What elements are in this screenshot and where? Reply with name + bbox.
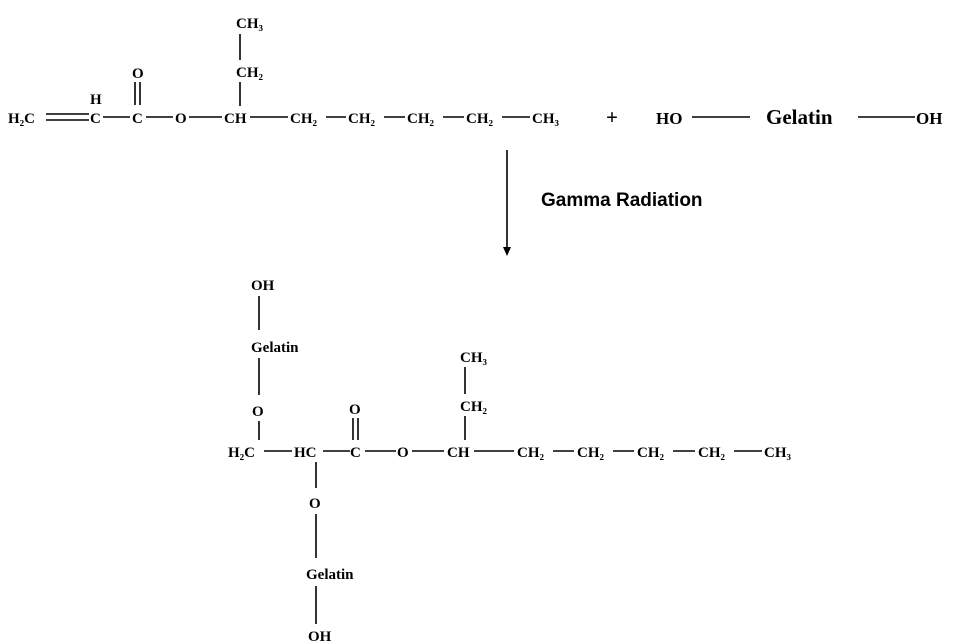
product-chain-4: CH₂	[698, 445, 726, 461]
monomer-side-ch2: CH₂	[236, 65, 264, 81]
reactant-gelatin: HO Gelatin OH	[656, 105, 942, 129]
reaction-arrow	[503, 150, 511, 256]
gelatin-label: Gelatin	[766, 105, 833, 129]
product-top-o: O	[252, 404, 264, 420]
product-chain-3: CH₂	[637, 445, 665, 461]
product-top-oh: OH	[251, 278, 275, 294]
monomer-chain-5: CH₃	[532, 111, 560, 127]
monomer-vinyl-h: H	[90, 92, 102, 108]
product-carbonyl-c: C	[350, 445, 361, 461]
plus-sign: +	[606, 105, 618, 129]
monomer-chain-4: CH₂	[466, 111, 494, 127]
product-top-gelatin: Gelatin	[251, 340, 299, 356]
product-hc: HC	[294, 445, 317, 461]
monomer-ester-o: O	[175, 111, 187, 127]
gelatin-ho: HO	[656, 109, 682, 128]
monomer-carbonyl-o: O	[132, 66, 144, 82]
product-chain-5: CH₃	[764, 445, 792, 461]
monomer-chain-1: CH₂	[290, 111, 318, 127]
monomer-side-ch3: CH₃	[236, 16, 264, 32]
product-side-ch2: CH₂	[460, 399, 488, 415]
monomer-h2c: H₂C	[8, 111, 35, 127]
reactant-monomer: H₂C H C O C O CH CH₂ CH₃ CH₂ CH₂ CH₂ CH₂…	[8, 16, 560, 127]
product-bottom-o: O	[309, 496, 321, 512]
product-ester-o: O	[397, 445, 409, 461]
product-h2c: H₂C	[228, 445, 255, 461]
product-chain-2: CH₂	[577, 445, 605, 461]
monomer-chain-2: CH₂	[348, 111, 376, 127]
product-ch: CH	[447, 445, 470, 461]
product-molecule: OH Gelatin O H₂C HC O C O CH CH₂ CH₃ CH₂…	[228, 278, 792, 644]
monomer-vinyl-c: C	[90, 111, 101, 127]
monomer-carbonyl-c: C	[132, 111, 143, 127]
product-carbonyl-o: O	[349, 402, 361, 418]
reaction-condition-label: Gamma Radiation	[541, 190, 703, 211]
product-side-ch3: CH₃	[460, 350, 488, 366]
product-bottom-oh: OH	[308, 629, 332, 644]
gelatin-oh: OH	[916, 109, 942, 128]
monomer-chain-3: CH₂	[407, 111, 435, 127]
monomer-ch: CH	[224, 111, 247, 127]
product-bottom-gelatin: Gelatin	[306, 567, 354, 583]
product-chain-1: CH₂	[517, 445, 545, 461]
arrow-head	[503, 247, 511, 256]
